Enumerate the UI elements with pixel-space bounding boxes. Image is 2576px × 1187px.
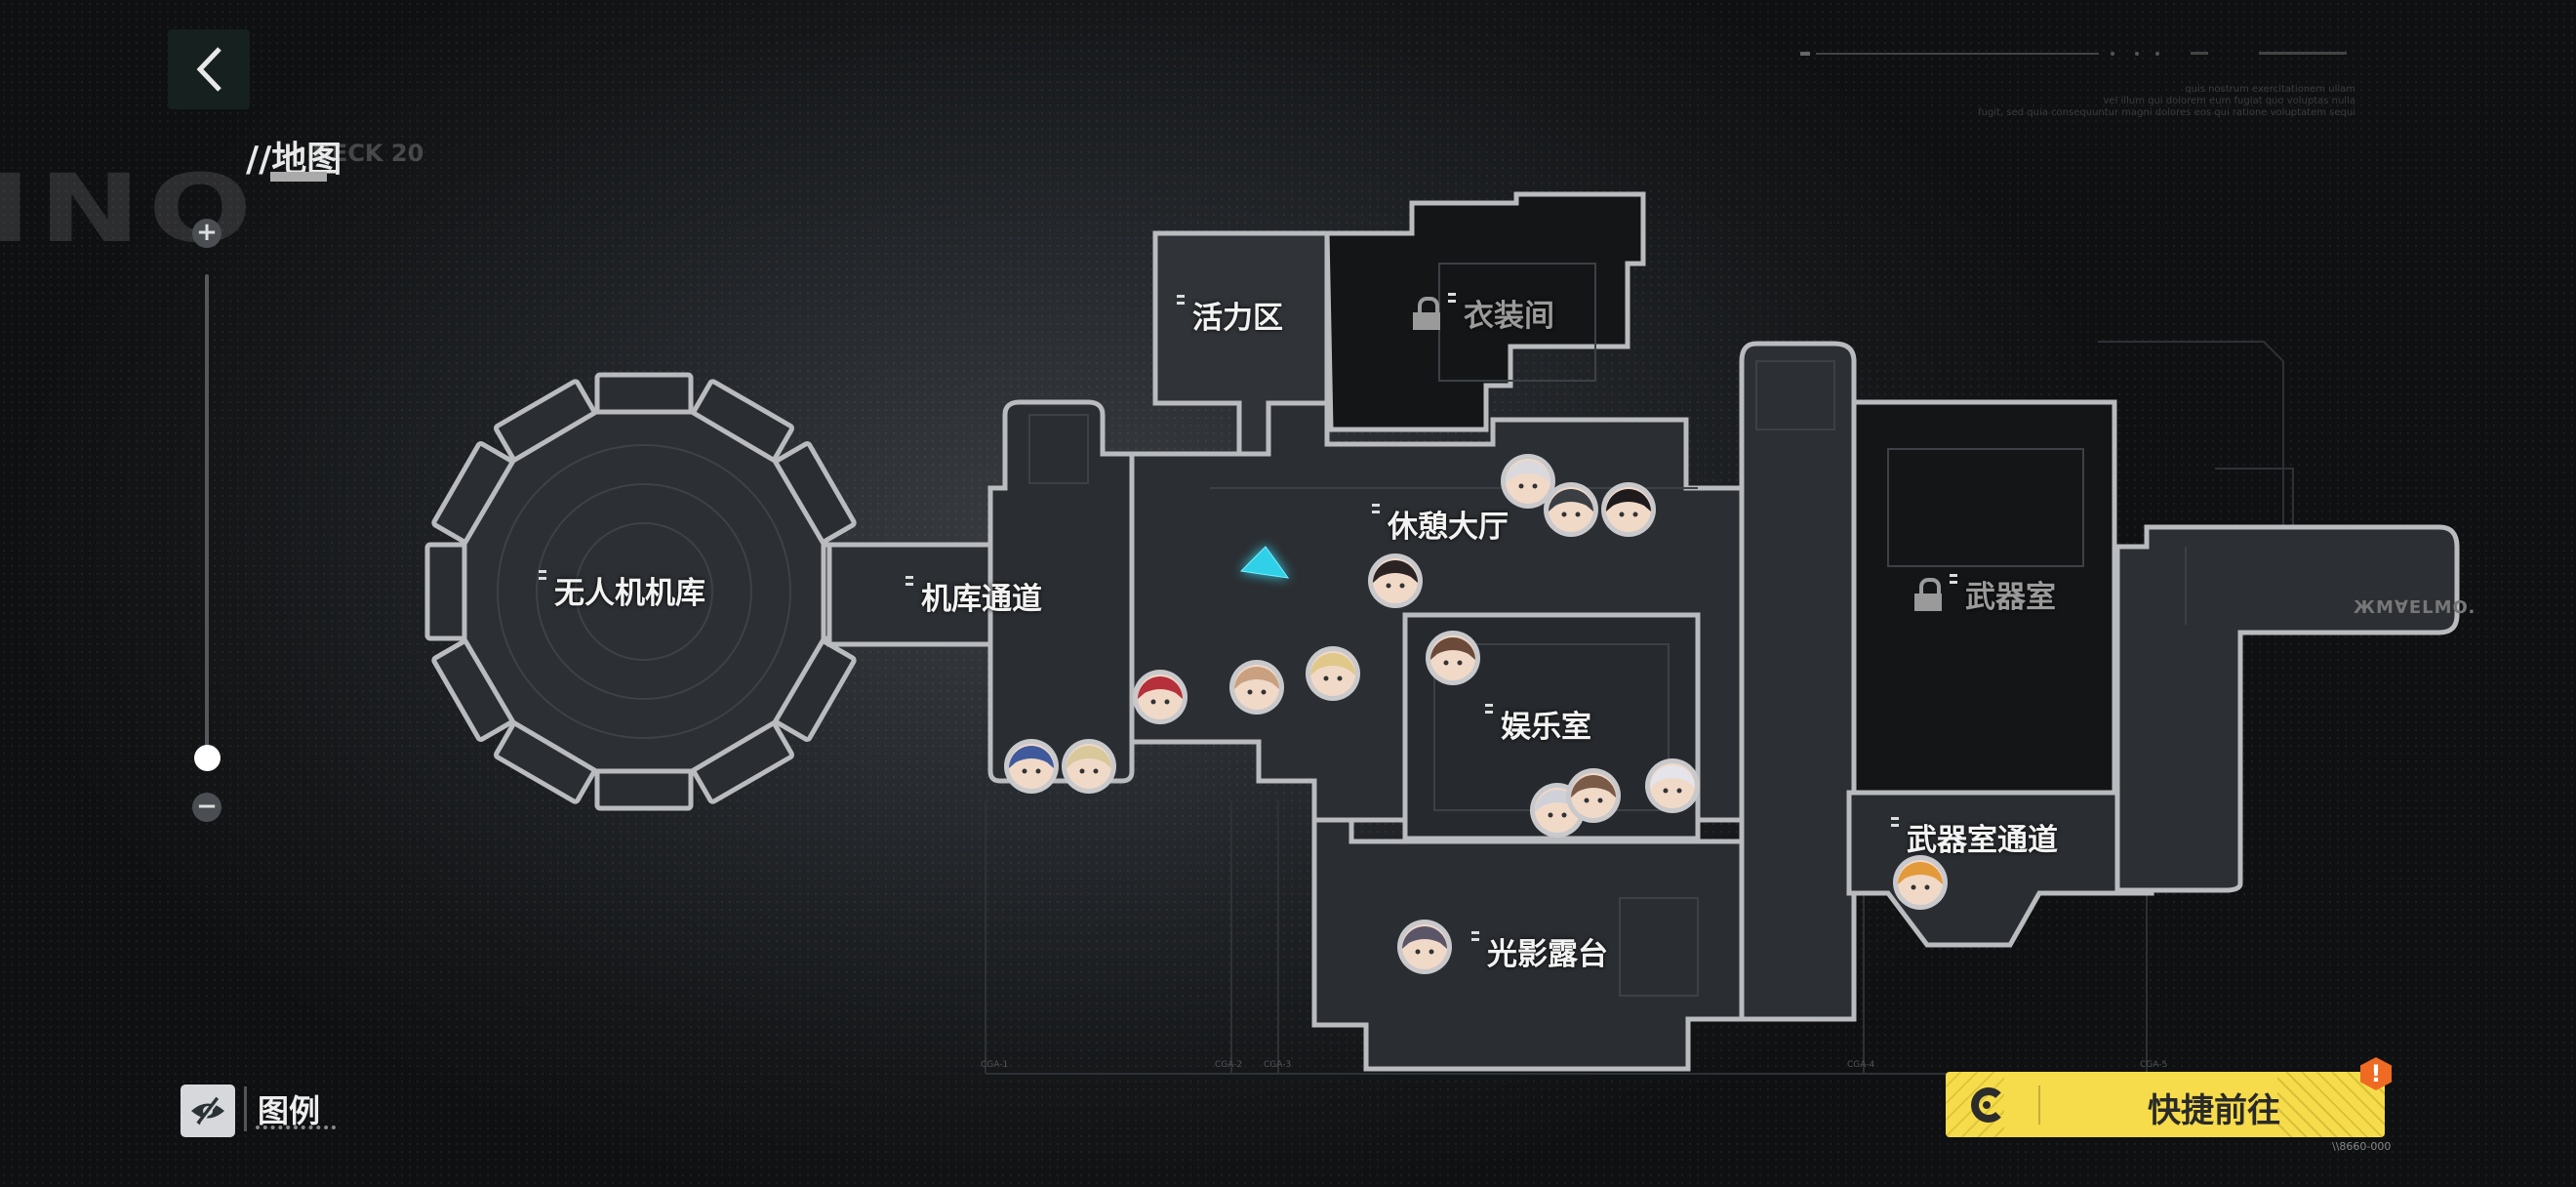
zoom-slider-track[interactable] [205, 274, 209, 753]
room-label-light-terrace[interactable]: 光影露台 [1471, 929, 1608, 973]
room-label-vitality-zone[interactable]: 活力区 [1177, 293, 1283, 337]
npc-avatar-lounge[interactable] [1501, 454, 1555, 509]
zoom-slider-handle[interactable] [194, 745, 221, 771]
room-label-armory[interactable]: 武器室 [1914, 572, 2056, 616]
player-location-arrow [1239, 546, 1290, 579]
hangar-corridor-room [987, 399, 1135, 784]
grid-label: CGA-5 [2140, 1060, 2168, 1070]
rec-room [1402, 612, 1701, 841]
npc-avatar-hub[interactable] [1133, 670, 1187, 724]
npc-avatar-armory_corridor[interactable] [1893, 855, 1948, 910]
npc-avatar-light_terrace[interactable] [1397, 920, 1452, 974]
quick-travel-label: 快捷前往 [2148, 1091, 2280, 1130]
zoom-out-button[interactable]: − [192, 793, 221, 822]
drone-hangar-room[interactable] [424, 372, 864, 811]
grid-label: CGA-1 [981, 1060, 1009, 1070]
room-label-rec-room[interactable]: 娱乐室 [1485, 702, 1591, 746]
npc-avatar-lounge[interactable] [1368, 553, 1423, 608]
brand-mark: ЖM∀ELMO. [2354, 597, 2476, 618]
chevron-left-icon [196, 47, 221, 92]
room-label-armory-corridor[interactable]: 武器室通道 [1891, 815, 2058, 859]
watermark: OИMLXLԿ,. [0, 154, 252, 264]
legend-label[interactable]: 图例 [258, 1092, 321, 1129]
npc-avatar-lounge[interactable] [1601, 482, 1656, 537]
wardrobe-room [1324, 191, 1646, 432]
light-terrace-room [1311, 817, 1745, 1072]
npc-avatar-hangar_corridor[interactable] [1062, 739, 1116, 794]
hangar-floor [462, 409, 826, 774]
decor-lines [1800, 52, 2347, 56]
grid-label: CGA-3 [1264, 1060, 1292, 1070]
lock-icon [1413, 296, 1440, 330]
zoom-in-button[interactable]: + [192, 219, 221, 248]
eye-off-icon [191, 1096, 224, 1126]
npc-avatar-rec_room[interactable] [1645, 758, 1700, 813]
grid-label: CGA-2 [1215, 1060, 1243, 1070]
npc-avatar-hub[interactable] [1229, 660, 1284, 715]
legend-toggle-button[interactable] [181, 1085, 235, 1137]
divider [244, 1086, 247, 1131]
room-label-wardrobe[interactable]: 衣装间 [1413, 291, 1554, 335]
room-label-hangar-corridor[interactable]: 机库通道 [906, 574, 1042, 618]
east-corridor [1739, 341, 1857, 1022]
quick-travel-icon [1971, 1087, 2006, 1123]
room-outlines [826, 191, 2460, 1072]
page-title: //地图 [246, 140, 342, 182]
npc-avatar-hangar_corridor[interactable] [1004, 739, 1059, 794]
npc-avatar-lounge[interactable] [1544, 482, 1598, 537]
quick-travel-button[interactable]: 快捷前往 [1946, 1072, 2385, 1137]
lock-icon [1914, 577, 1942, 611]
quick-travel-code: \\8660-000 [2332, 1140, 2392, 1153]
npc-avatar-hub[interactable] [1306, 646, 1360, 701]
legend-subcaption [256, 1126, 336, 1130]
grid-label: CGA-4 [1847, 1060, 1875, 1070]
armory-room [1851, 399, 2117, 796]
npc-avatar-rec_room[interactable] [1566, 768, 1621, 823]
room-label-drone-hangar[interactable]: 无人机机库 [539, 568, 705, 612]
back-button[interactable] [168, 29, 250, 109]
npc-avatar-rec_room[interactable] [1426, 631, 1480, 685]
east-wing-room [2114, 524, 2460, 893]
npc-avatars [1004, 454, 1948, 974]
room-label-lounge[interactable]: 休憩大厅 [1372, 502, 1509, 546]
deck-tag: DECK 20 [312, 140, 424, 167]
